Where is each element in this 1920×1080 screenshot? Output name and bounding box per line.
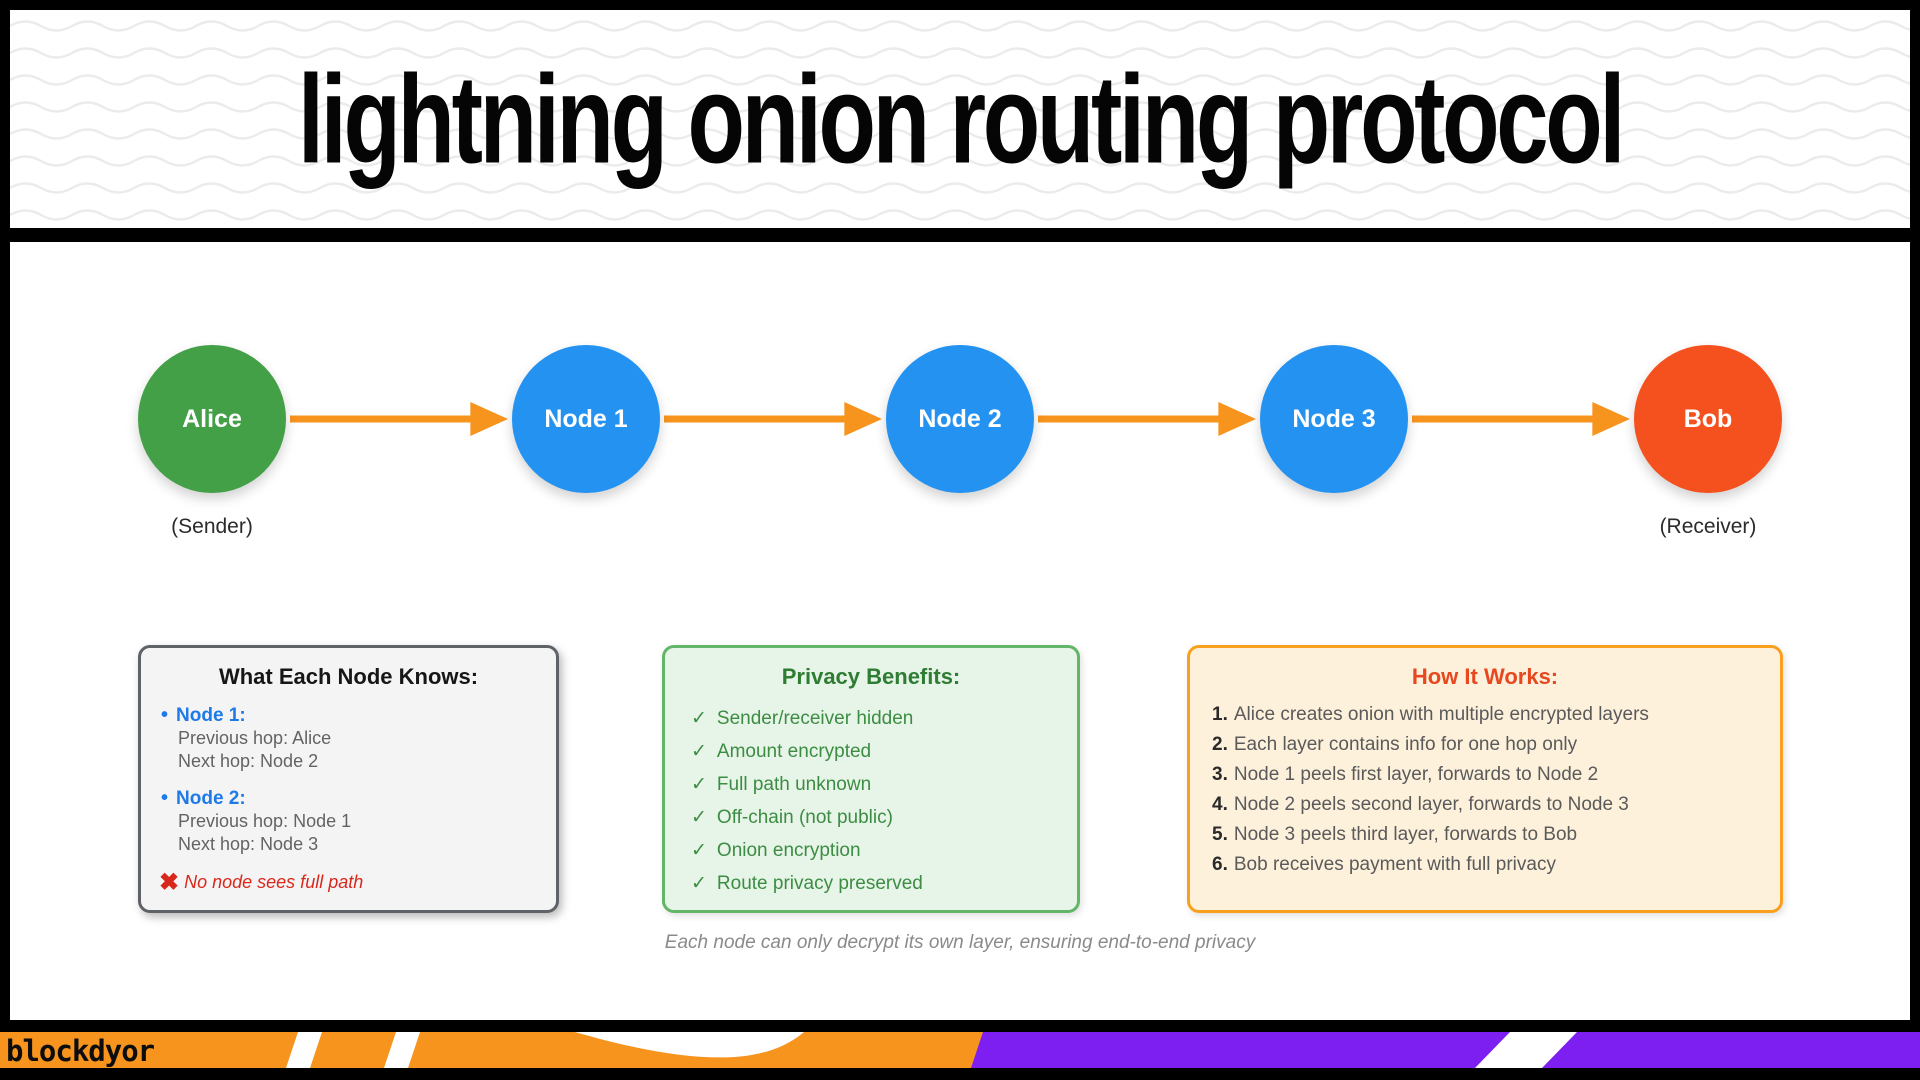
node-label: Node 3 [1292, 404, 1376, 433]
check-icon: ✓ [691, 840, 707, 861]
entry-line: Next hop: Node 3 [178, 834, 319, 854]
card-title: How It Works: [1411, 664, 1559, 689]
warning-note: ✖ No node sees full path [159, 868, 556, 897]
flow-arrow-1 [286, 345, 512, 493]
how-it-works-card: How It Works: 1.Alice creates onion with… [1187, 645, 1783, 913]
node-flow: Alice (Sender) Node 1 [138, 345, 1782, 538]
check-icon: ✓ [691, 708, 707, 729]
flow-arrow-4 [1408, 345, 1634, 493]
right-arrow-icon [664, 402, 882, 436]
privacy-item: ✓Full path unknown [691, 774, 872, 795]
flow-arrow-2 [660, 345, 886, 493]
node-label: Node 2 [918, 404, 1002, 433]
step-number: 4. [1212, 794, 1228, 815]
node-1: Node 1 [512, 345, 660, 493]
node-label: Node 1 [544, 404, 628, 433]
entry-heading: •Node 1: [161, 704, 246, 726]
privacy-benefits-card: Privacy Benefits: ✓Sender/receiver hidde… [662, 645, 1080, 913]
cross-icon: ✖ [159, 869, 180, 896]
warning-text: No node sees full path [184, 872, 364, 892]
node-alice: Alice (Sender) [138, 345, 286, 538]
node-label: Alice [182, 404, 242, 433]
node-label: Bob [1683, 404, 1733, 433]
relay-node-circle: Node 3 [1260, 345, 1408, 493]
flow-arrow-3 [1034, 345, 1260, 493]
entry-line: Next hop: Node 2 [178, 751, 319, 771]
bullet-icon: • [161, 704, 169, 726]
node-bob: Bob (Receiver) [1634, 345, 1782, 538]
right-arrow-icon [1412, 402, 1630, 436]
sender-node-circle: Alice [138, 345, 286, 493]
step-item: 6.Bob receives payment with full privacy [1212, 854, 1556, 875]
entry-line: Previous hop: Alice [178, 728, 332, 748]
relay-node-circle: Node 2 [886, 345, 1034, 493]
entry-heading: •Node 2: [161, 787, 246, 809]
step-item: 4.Node 2 peels second layer, forwards to… [1212, 794, 1629, 815]
step-number: 6. [1212, 854, 1228, 875]
step-item: 3.Node 1 peels first layer, forwards to … [1212, 764, 1599, 785]
step-number: 5. [1212, 824, 1228, 845]
check-icon: ✓ [691, 741, 707, 762]
info-cards: What Each Node Knows: •Node 1: Previous … [10, 645, 1910, 913]
privacy-item: ✓Sender/receiver hidden [691, 708, 914, 729]
check-icon: ✓ [691, 873, 707, 894]
steps-list: 1.Alice creates onion with multiple encr… [1190, 700, 1780, 880]
receiver-label: (Receiver) [1659, 515, 1757, 538]
receiver-node-circle: Bob [1634, 345, 1782, 493]
right-arrow-icon [1038, 402, 1256, 436]
page-title: lightning onion routing protocol [297, 49, 1626, 189]
privacy-list: ✓Sender/receiver hidden ✓Amount encrypte… [665, 702, 1077, 900]
privacy-item: ✓Onion encryption [691, 840, 861, 861]
bullet-icon: • [161, 787, 169, 809]
node-knowledge-card: What Each Node Knows: •Node 1: Previous … [138, 645, 559, 913]
knowledge-entry: •Node 1: Previous hop: Alice Next hop: N… [141, 704, 556, 773]
step-number: 3. [1212, 764, 1228, 785]
entry-line: Previous hop: Node 1 [178, 811, 352, 831]
privacy-item: ✓Amount encrypted [691, 741, 872, 762]
step-number: 2. [1212, 734, 1228, 755]
privacy-item: ✓Route privacy preserved [691, 873, 923, 894]
node-2: Node 2 [886, 345, 1034, 493]
step-number: 1. [1212, 704, 1228, 725]
card-title: Privacy Benefits: [781, 664, 961, 689]
privacy-item: ✓Off-chain (not public) [691, 807, 893, 828]
sender-label: (Sender) [171, 515, 253, 538]
node-3: Node 3 [1260, 345, 1408, 493]
check-icon: ✓ [691, 774, 707, 795]
step-item: 2.Each layer contains info for one hop o… [1212, 734, 1578, 755]
check-icon: ✓ [691, 807, 707, 828]
card-title: What Each Node Knows: [218, 664, 479, 689]
bottom-caption: Each node can only decrypt its own layer… [664, 932, 1256, 953]
step-item: 5.Node 3 peels third layer, forwards to … [1212, 824, 1578, 845]
blockdyor-logo: blockdyor [6, 1034, 155, 1068]
step-item: 1.Alice creates onion with multiple encr… [1212, 704, 1649, 725]
knowledge-entry: •Node 2: Previous hop: Node 1 Next hop: … [141, 787, 556, 856]
title-band: lightning onion routing protocol [10, 10, 1910, 228]
relay-node-circle: Node 1 [512, 345, 660, 493]
right-arrow-icon [290, 402, 508, 436]
diagram-content: Alice (Sender) Node 1 [10, 242, 1910, 1020]
footer-stripe-bar [0, 1032, 1920, 1068]
wavy-pattern [10, 10, 1910, 228]
